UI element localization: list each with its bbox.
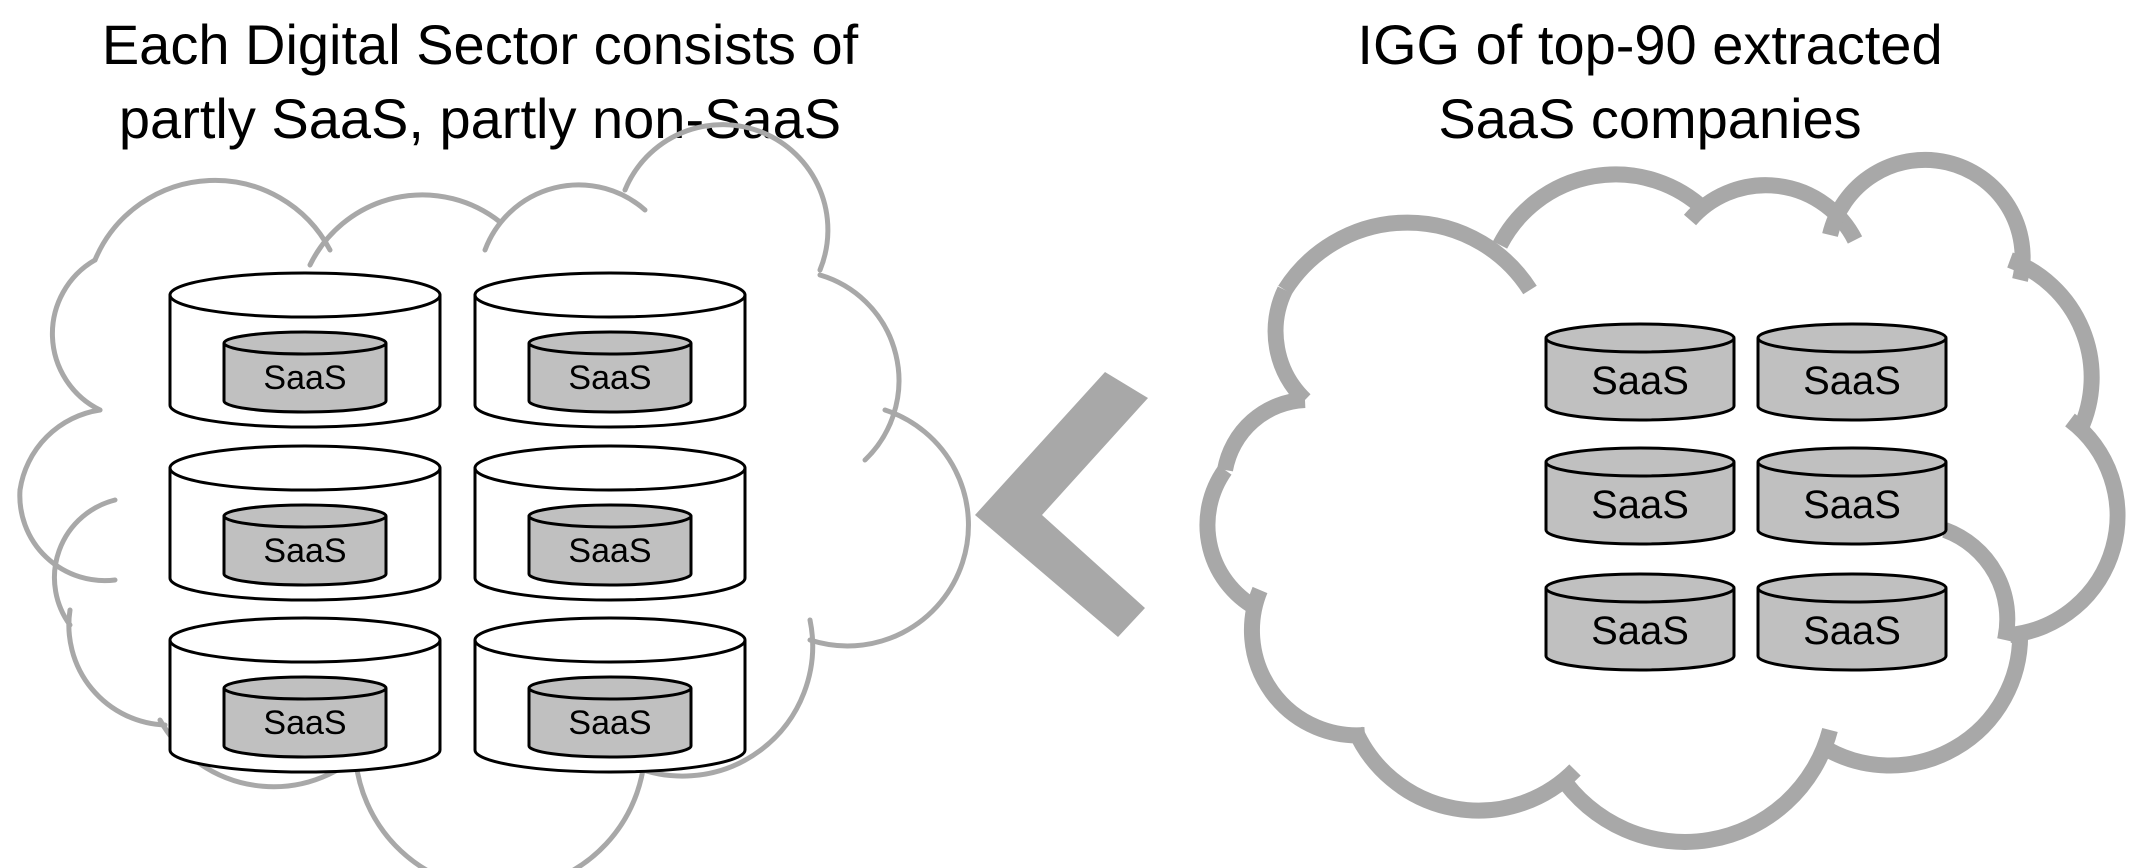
saas-cylinder (1756, 572, 1948, 672)
saas-cylinder (222, 330, 388, 414)
less-than-chevron-icon (975, 372, 1148, 637)
right-panel-title: IGG of top-90 extracted SaaS companies (1190, 8, 2110, 156)
saas-cylinder (1544, 446, 1736, 546)
saas-cylinder (1756, 446, 1948, 546)
left-cloud-icon (17, 122, 971, 868)
saas-label: SaaS (1803, 359, 1901, 403)
saas-label: SaaS (568, 704, 651, 742)
saas-cylinder-grid: SaaS SaaS SaaS SaaS SaaS SaaS (1544, 322, 1948, 672)
saas-label: SaaS (263, 532, 346, 570)
saas-cylinder (222, 503, 388, 587)
left-title-line2: partly SaaS, partly non-SaaS (118, 87, 842, 150)
saas-cylinder (1544, 322, 1736, 422)
saas-label: SaaS (1803, 483, 1901, 527)
saas-cylinder (527, 503, 693, 587)
saas-cylinder (222, 675, 388, 759)
saas-cylinder (527, 330, 693, 414)
saas-label: SaaS (1591, 359, 1689, 403)
saas-label: SaaS (1591, 609, 1689, 653)
saas-label: SaaS (568, 532, 651, 570)
saas-label: SaaS (568, 359, 651, 397)
saas-label: SaaS (1591, 483, 1689, 527)
sector-cylinder-grid: SaaS SaaS SaaS SaaS SaaS SaaS (168, 271, 747, 774)
left-title-line1: Each Digital Sector consists of (101, 13, 859, 76)
left-panel-title: Each Digital Sector consists of partly S… (20, 8, 940, 156)
saas-label: SaaS (1803, 609, 1901, 653)
right-title-line2: SaaS companies (1438, 87, 1862, 150)
saas-cylinder (527, 675, 693, 759)
saas-cylinder (1756, 322, 1948, 422)
saas-label: SaaS (263, 359, 346, 397)
right-cloud-icon (1199, 151, 2126, 850)
saas-label: SaaS (263, 704, 346, 742)
saas-cylinder (1544, 572, 1736, 672)
right-title-line1: IGG of top-90 extracted (1357, 13, 1943, 76)
